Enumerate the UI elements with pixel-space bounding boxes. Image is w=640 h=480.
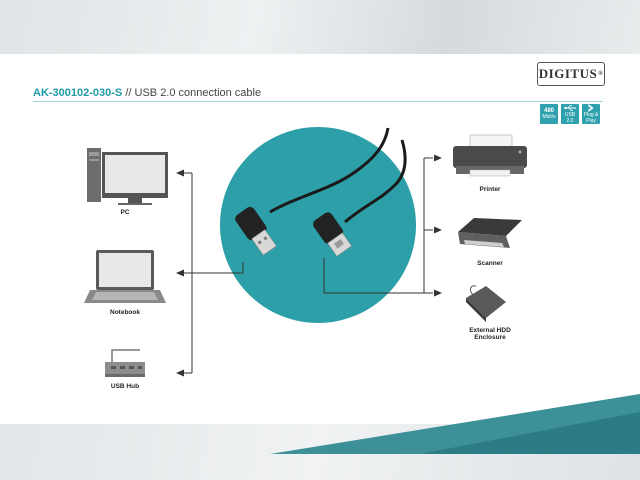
usb-cable [235, 127, 407, 257]
model-number: AK-300102-030-S [33, 87, 123, 99]
title-divider [33, 101, 603, 102]
device-label-notebook: Notebook [110, 309, 140, 316]
usb-hub-icon [105, 349, 145, 377]
external-hdd-icon [466, 285, 506, 322]
pc-icon [87, 148, 168, 205]
plug-play-icon: Plug & Play [582, 104, 600, 124]
feature-badges: 480 Mbit/s USB 2.0 Plug & Play [540, 104, 600, 124]
background-top-band [0, 0, 640, 54]
notebook-icon [84, 250, 166, 303]
right-connector-lines [323, 157, 433, 294]
digitus-logo: DIGITUS® [537, 62, 605, 86]
page-title: AK-300102-030-S // USB 2.0 connection ca… [33, 87, 262, 99]
device-label-printer: Printer [479, 186, 501, 193]
device-label-pc: PC [120, 209, 130, 216]
arrow-to-scanner [434, 226, 442, 234]
device-label-scanner: Scanner [477, 260, 503, 267]
arrow-to-notebook [176, 269, 184, 277]
usb-b-plug [313, 212, 352, 257]
product-description: USB 2.0 connection cable [134, 87, 262, 99]
arrow-to-external-hdd [434, 289, 442, 297]
usb-trident-icon: USB 2.0 [561, 104, 579, 124]
usb-a-plug [235, 206, 277, 256]
device-label-external-hdd: External HDD Enclosure [469, 327, 511, 341]
arrow-to-pc [176, 169, 184, 177]
printer-icon [453, 134, 527, 177]
right-arrows [434, 154, 442, 297]
left-connector-lines [183, 172, 244, 374]
speed-icon: 480 Mbit/s [540, 104, 558, 124]
left-arrows [176, 169, 184, 377]
scanner-icon [458, 218, 522, 248]
arrow-to-usb-hub [176, 369, 184, 377]
arrow-to-printer [434, 154, 442, 162]
device-label-usb-hub: USB Hub [110, 383, 140, 390]
